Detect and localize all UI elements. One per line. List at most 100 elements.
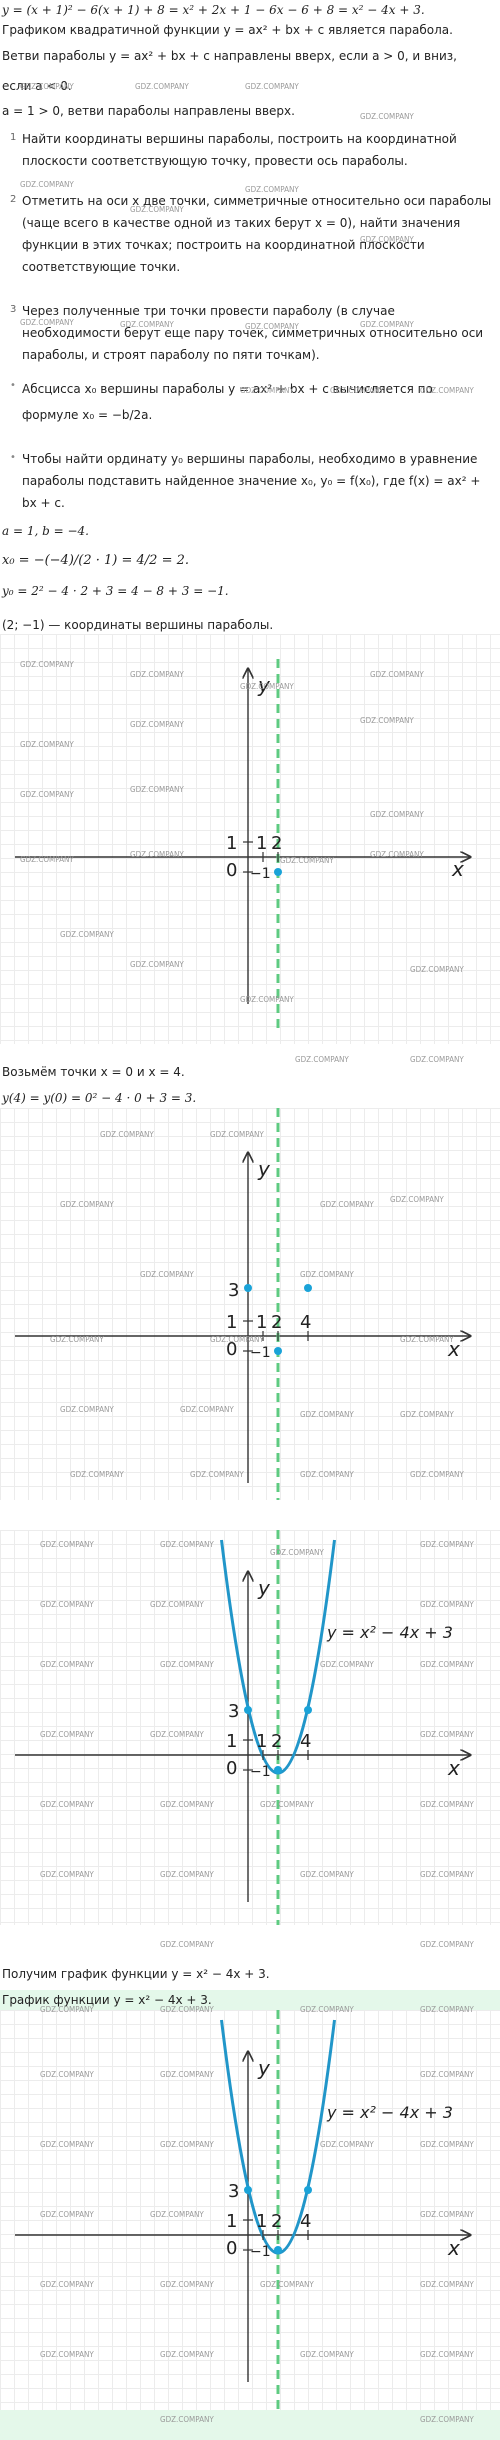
watermark: GDZ.COMPANY bbox=[420, 2415, 474, 2424]
watermark: GDZ.COMPANY bbox=[20, 82, 74, 91]
watermark: GDZ.COMPANY bbox=[160, 2415, 214, 2424]
watermark: GDZ.COMPANY bbox=[420, 1600, 474, 1609]
watermark: GDZ.COMPANY bbox=[130, 720, 184, 729]
watermark: GDZ.COMPANY bbox=[160, 1540, 214, 1549]
watermark: GDZ.COMPANY bbox=[180, 1405, 234, 1414]
watermark: GDZ.COMPANY bbox=[280, 856, 334, 865]
point-x4 bbox=[304, 1706, 312, 1714]
watermark: GDZ.COMPANY bbox=[40, 1870, 94, 1879]
watermark: GDZ.COMPANY bbox=[300, 1870, 354, 1879]
watermark: GDZ.COMPANY bbox=[300, 1470, 354, 1479]
point-x0 bbox=[244, 1284, 252, 1292]
watermark: GDZ.COMPANY bbox=[260, 1800, 314, 1809]
watermark: GDZ.COMPANY bbox=[40, 1730, 94, 1739]
watermark: GDZ.COMPANY bbox=[210, 1335, 264, 1344]
watermark: GDZ.COMPANY bbox=[360, 235, 414, 244]
watermark: GDZ.COMPANY bbox=[160, 2005, 214, 2014]
calc-x0: x₀ = −(−4)/(2 · 1) = 4/2 = 2. bbox=[2, 553, 190, 568]
watermark: GDZ.COMPANY bbox=[420, 386, 474, 395]
watermark: GDZ.COMPANY bbox=[370, 670, 424, 679]
x-axis-label: x bbox=[447, 1337, 460, 1361]
watermark: GDZ.COMPANY bbox=[240, 995, 294, 1004]
origin-label: 0 bbox=[226, 1339, 237, 1360]
tick-label: 1 bbox=[256, 1312, 267, 1333]
watermark: GDZ.COMPANY bbox=[295, 1055, 349, 1064]
watermark: GDZ.COMPANY bbox=[400, 1410, 454, 1419]
y-axis-label: y bbox=[257, 1157, 271, 1181]
watermark: GDZ.COMPANY bbox=[420, 2210, 474, 2219]
tick-label: 1 bbox=[226, 2211, 237, 2232]
calc-y0: y₀ = 2² − 4 · 2 + 3 = 4 − 8 + 3 = −1. bbox=[2, 584, 229, 598]
watermark: GDZ.COMPANY bbox=[390, 1195, 444, 1204]
list-item: 1 Найти координаты вершины параболы, пос… bbox=[10, 128, 490, 168]
watermark: GDZ.COMPANY bbox=[20, 855, 74, 864]
watermark: GDZ.COMPANY bbox=[40, 1660, 94, 1669]
tick-label: 2 bbox=[271, 1312, 282, 1333]
watermark: GDZ.COMPANY bbox=[300, 2350, 354, 2359]
watermark: GDZ.COMPANY bbox=[130, 670, 184, 679]
watermark: GDZ.COMPANY bbox=[150, 1730, 204, 1739]
coordinate-plane: y = x² − 4x + 3 x y 3 1 1 2 4 0 −1 bbox=[15, 2010, 500, 2410]
step-number: 2 bbox=[10, 194, 17, 205]
watermark: GDZ.COMPANY bbox=[40, 2350, 94, 2359]
watermark: GDZ.COMPANY bbox=[40, 1600, 94, 1609]
watermark: GDZ.COMPANY bbox=[210, 1130, 264, 1139]
tick-label: −1 bbox=[250, 866, 271, 882]
watermark: GDZ.COMPANY bbox=[420, 2280, 474, 2289]
step-text: Отметить на оси x две точки, симметричны… bbox=[22, 194, 492, 274]
x-axis-label: x bbox=[447, 2236, 460, 2260]
vertex-point bbox=[274, 1347, 282, 1355]
tick-label: 3 bbox=[228, 2181, 239, 2202]
text-line: если a < 0. bbox=[2, 79, 72, 93]
watermark: GDZ.COMPANY bbox=[60, 1405, 114, 1414]
vertex-point bbox=[274, 1766, 282, 1774]
tick-label: 3 bbox=[228, 1701, 239, 1722]
watermark: GDZ.COMPANY bbox=[40, 2210, 94, 2219]
text-line: Ветви параболы y = ax² + bx + c направле… bbox=[2, 49, 457, 63]
watermark: GDZ.COMPANY bbox=[60, 1200, 114, 1209]
watermark: GDZ.COMPANY bbox=[20, 740, 74, 749]
watermark: GDZ.COMPANY bbox=[370, 810, 424, 819]
equation-line: y = (x + 1)² − 6(x + 1) + 8 = x² + 2x + … bbox=[2, 3, 425, 17]
y-axis-label: y bbox=[257, 1576, 271, 1600]
coordinate-plane: x y 3 1 1 2 4 0 −1 bbox=[15, 1108, 500, 1500]
watermark: GDZ.COMPANY bbox=[100, 1130, 154, 1139]
watermark: GDZ.COMPANY bbox=[420, 1660, 474, 1669]
watermark: GDZ.COMPANY bbox=[60, 930, 114, 939]
watermark: GDZ.COMPANY bbox=[400, 1335, 454, 1344]
step-number: 1 bbox=[10, 132, 17, 143]
watermark: GDZ.COMPANY bbox=[160, 1800, 214, 1809]
vertex-line: (2; −1) — координаты вершины параболы. bbox=[2, 618, 274, 632]
watermark: GDZ.COMPANY bbox=[420, 2005, 474, 2014]
y4-line: y(4) = y(0) = 0² − 4 · 0 + 3 = 3. bbox=[2, 1091, 197, 1105]
watermark: GDZ.COMPANY bbox=[120, 320, 174, 329]
watermark: GDZ.COMPANY bbox=[320, 1660, 374, 1669]
tick-label: 1 bbox=[226, 833, 237, 854]
origin-label: 0 bbox=[226, 2238, 237, 2259]
watermark: GDZ.COMPANY bbox=[260, 2280, 314, 2289]
calc-ab: a = 1, b = −4. bbox=[2, 524, 89, 538]
watermark: GDZ.COMPANY bbox=[20, 660, 74, 669]
step-number: 3 bbox=[10, 304, 17, 315]
tick-label: 2 bbox=[271, 1731, 282, 1752]
y-axis-label: y bbox=[257, 673, 271, 697]
list-item: • Абсцисса x₀ вершины параболы y = ax² +… bbox=[10, 376, 490, 422]
tick-label: −1 bbox=[250, 1345, 271, 1361]
watermark: GDZ.COMPANY bbox=[410, 1055, 464, 1064]
watermark: GDZ.COMPANY bbox=[70, 1470, 124, 1479]
watermark: GDZ.COMPANY bbox=[130, 785, 184, 794]
tick-label: 4 bbox=[300, 1731, 311, 1752]
watermark: GDZ.COMPANY bbox=[130, 850, 184, 859]
watermark: GDZ.COMPANY bbox=[40, 2005, 94, 2014]
watermark: GDZ.COMPANY bbox=[135, 82, 189, 91]
watermark: GDZ.COMPANY bbox=[40, 1540, 94, 1549]
coordinate-plane: y = x² − 4x + 3 x y 3 1 1 2 4 0 −1 bbox=[15, 1530, 500, 1925]
watermark: GDZ.COMPANY bbox=[160, 2280, 214, 2289]
point-x4 bbox=[304, 1284, 312, 1292]
graph-answer: y = x² − 4x + 3 x y 3 1 1 2 4 0 −1 bbox=[0, 2010, 500, 2410]
result-line: Получим график функции y = x² − 4x + 3. bbox=[2, 1967, 270, 1981]
watermark: GDZ.COMPANY bbox=[420, 2350, 474, 2359]
origin-label: 0 bbox=[226, 860, 237, 881]
watermark: GDZ.COMPANY bbox=[150, 1600, 204, 1609]
watermark: GDZ.COMPANY bbox=[320, 2140, 374, 2149]
